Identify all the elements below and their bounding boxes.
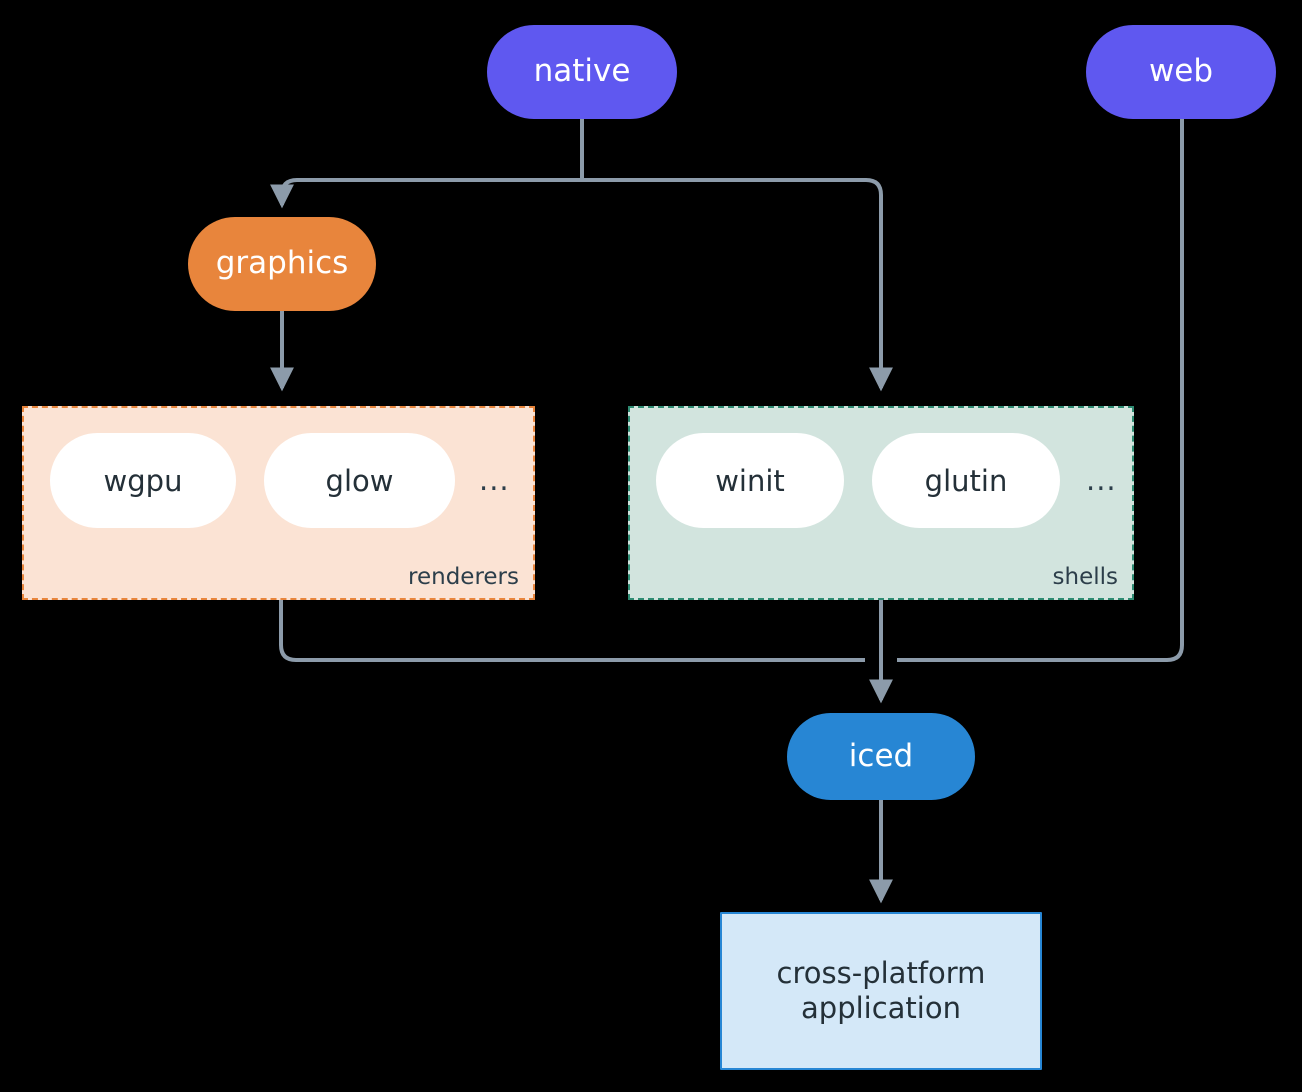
cluster-shells-label: shells bbox=[1052, 564, 1118, 590]
node-winit-label: winit bbox=[715, 463, 785, 498]
node-native-label: native bbox=[533, 53, 631, 90]
node-graphics-label: graphics bbox=[215, 245, 349, 282]
node-graphics[interactable]: graphics bbox=[188, 217, 376, 311]
node-iced-label: iced bbox=[848, 737, 914, 774]
node-winit[interactable]: winit bbox=[656, 433, 844, 528]
node-cross-platform-application[interactable]: cross-platform application bbox=[720, 912, 1042, 1070]
node-wgpu-label: wgpu bbox=[103, 463, 183, 498]
node-application-line1: cross-platform bbox=[776, 955, 986, 990]
node-application-line2: application bbox=[801, 991, 961, 1025]
node-glutin-label: glutin bbox=[924, 463, 1008, 498]
node-web-label: web bbox=[1148, 53, 1214, 90]
node-glow-label: glow bbox=[325, 463, 394, 498]
node-web[interactable]: web bbox=[1086, 25, 1276, 119]
edge-native-graphics bbox=[270, 178, 582, 209]
node-glow[interactable]: glow bbox=[264, 433, 455, 528]
node-iced[interactable]: iced bbox=[787, 713, 975, 800]
node-native[interactable]: native bbox=[487, 25, 677, 119]
edge-native-shells bbox=[582, 178, 893, 392]
cluster-renderers-label: renderers bbox=[408, 564, 519, 590]
node-glutin[interactable]: glutin bbox=[872, 433, 1060, 528]
edge-renderers-iced bbox=[279, 600, 865, 662]
node-wgpu[interactable]: wgpu bbox=[50, 433, 236, 528]
shells-overflow-ellipsis: ... bbox=[1086, 463, 1117, 497]
renderers-overflow-ellipsis: ... bbox=[479, 463, 510, 497]
